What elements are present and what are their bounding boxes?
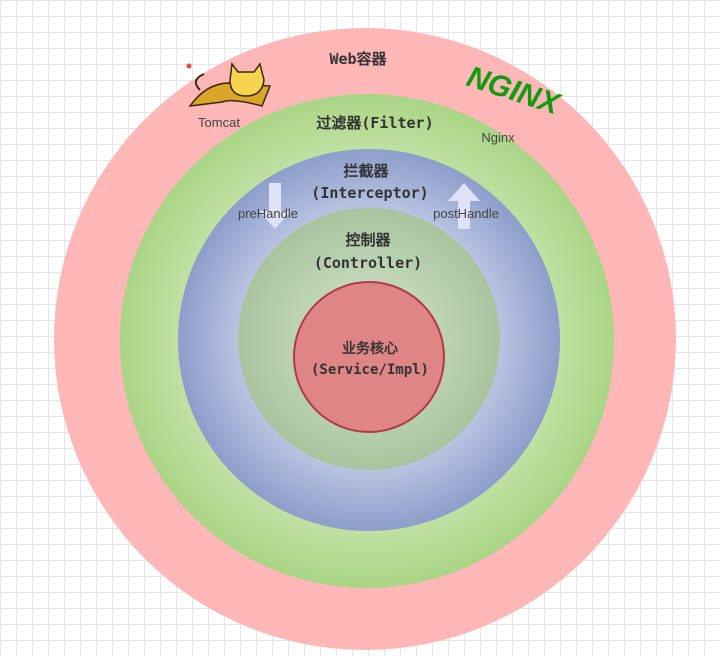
posthandle-label: postHandle — [433, 206, 499, 221]
interceptor-sublabel: (Interceptor) — [311, 184, 428, 202]
prehandle-label: preHandle — [238, 206, 298, 221]
interceptor-label: 拦截器 — [343, 162, 389, 180]
service-label: 业务核心 — [342, 340, 398, 357]
controller-label: 控制器 — [345, 231, 391, 249]
filter-label: 过滤器(Filter) — [316, 114, 433, 132]
nginx-label: Nginx — [481, 130, 515, 145]
service-sublabel: (Service/Impl) — [311, 362, 429, 378]
web-container-label: Web容器 — [329, 50, 387, 68]
controller-sublabel: (Controller) — [314, 254, 422, 272]
prehandle-arrow-icon — [259, 183, 291, 229]
tomcat-label: Tomcat — [198, 115, 240, 130]
tomcat-logo-icon — [186, 62, 272, 107]
service-circle — [293, 281, 445, 433]
posthandle-arrow-icon — [448, 183, 480, 229]
